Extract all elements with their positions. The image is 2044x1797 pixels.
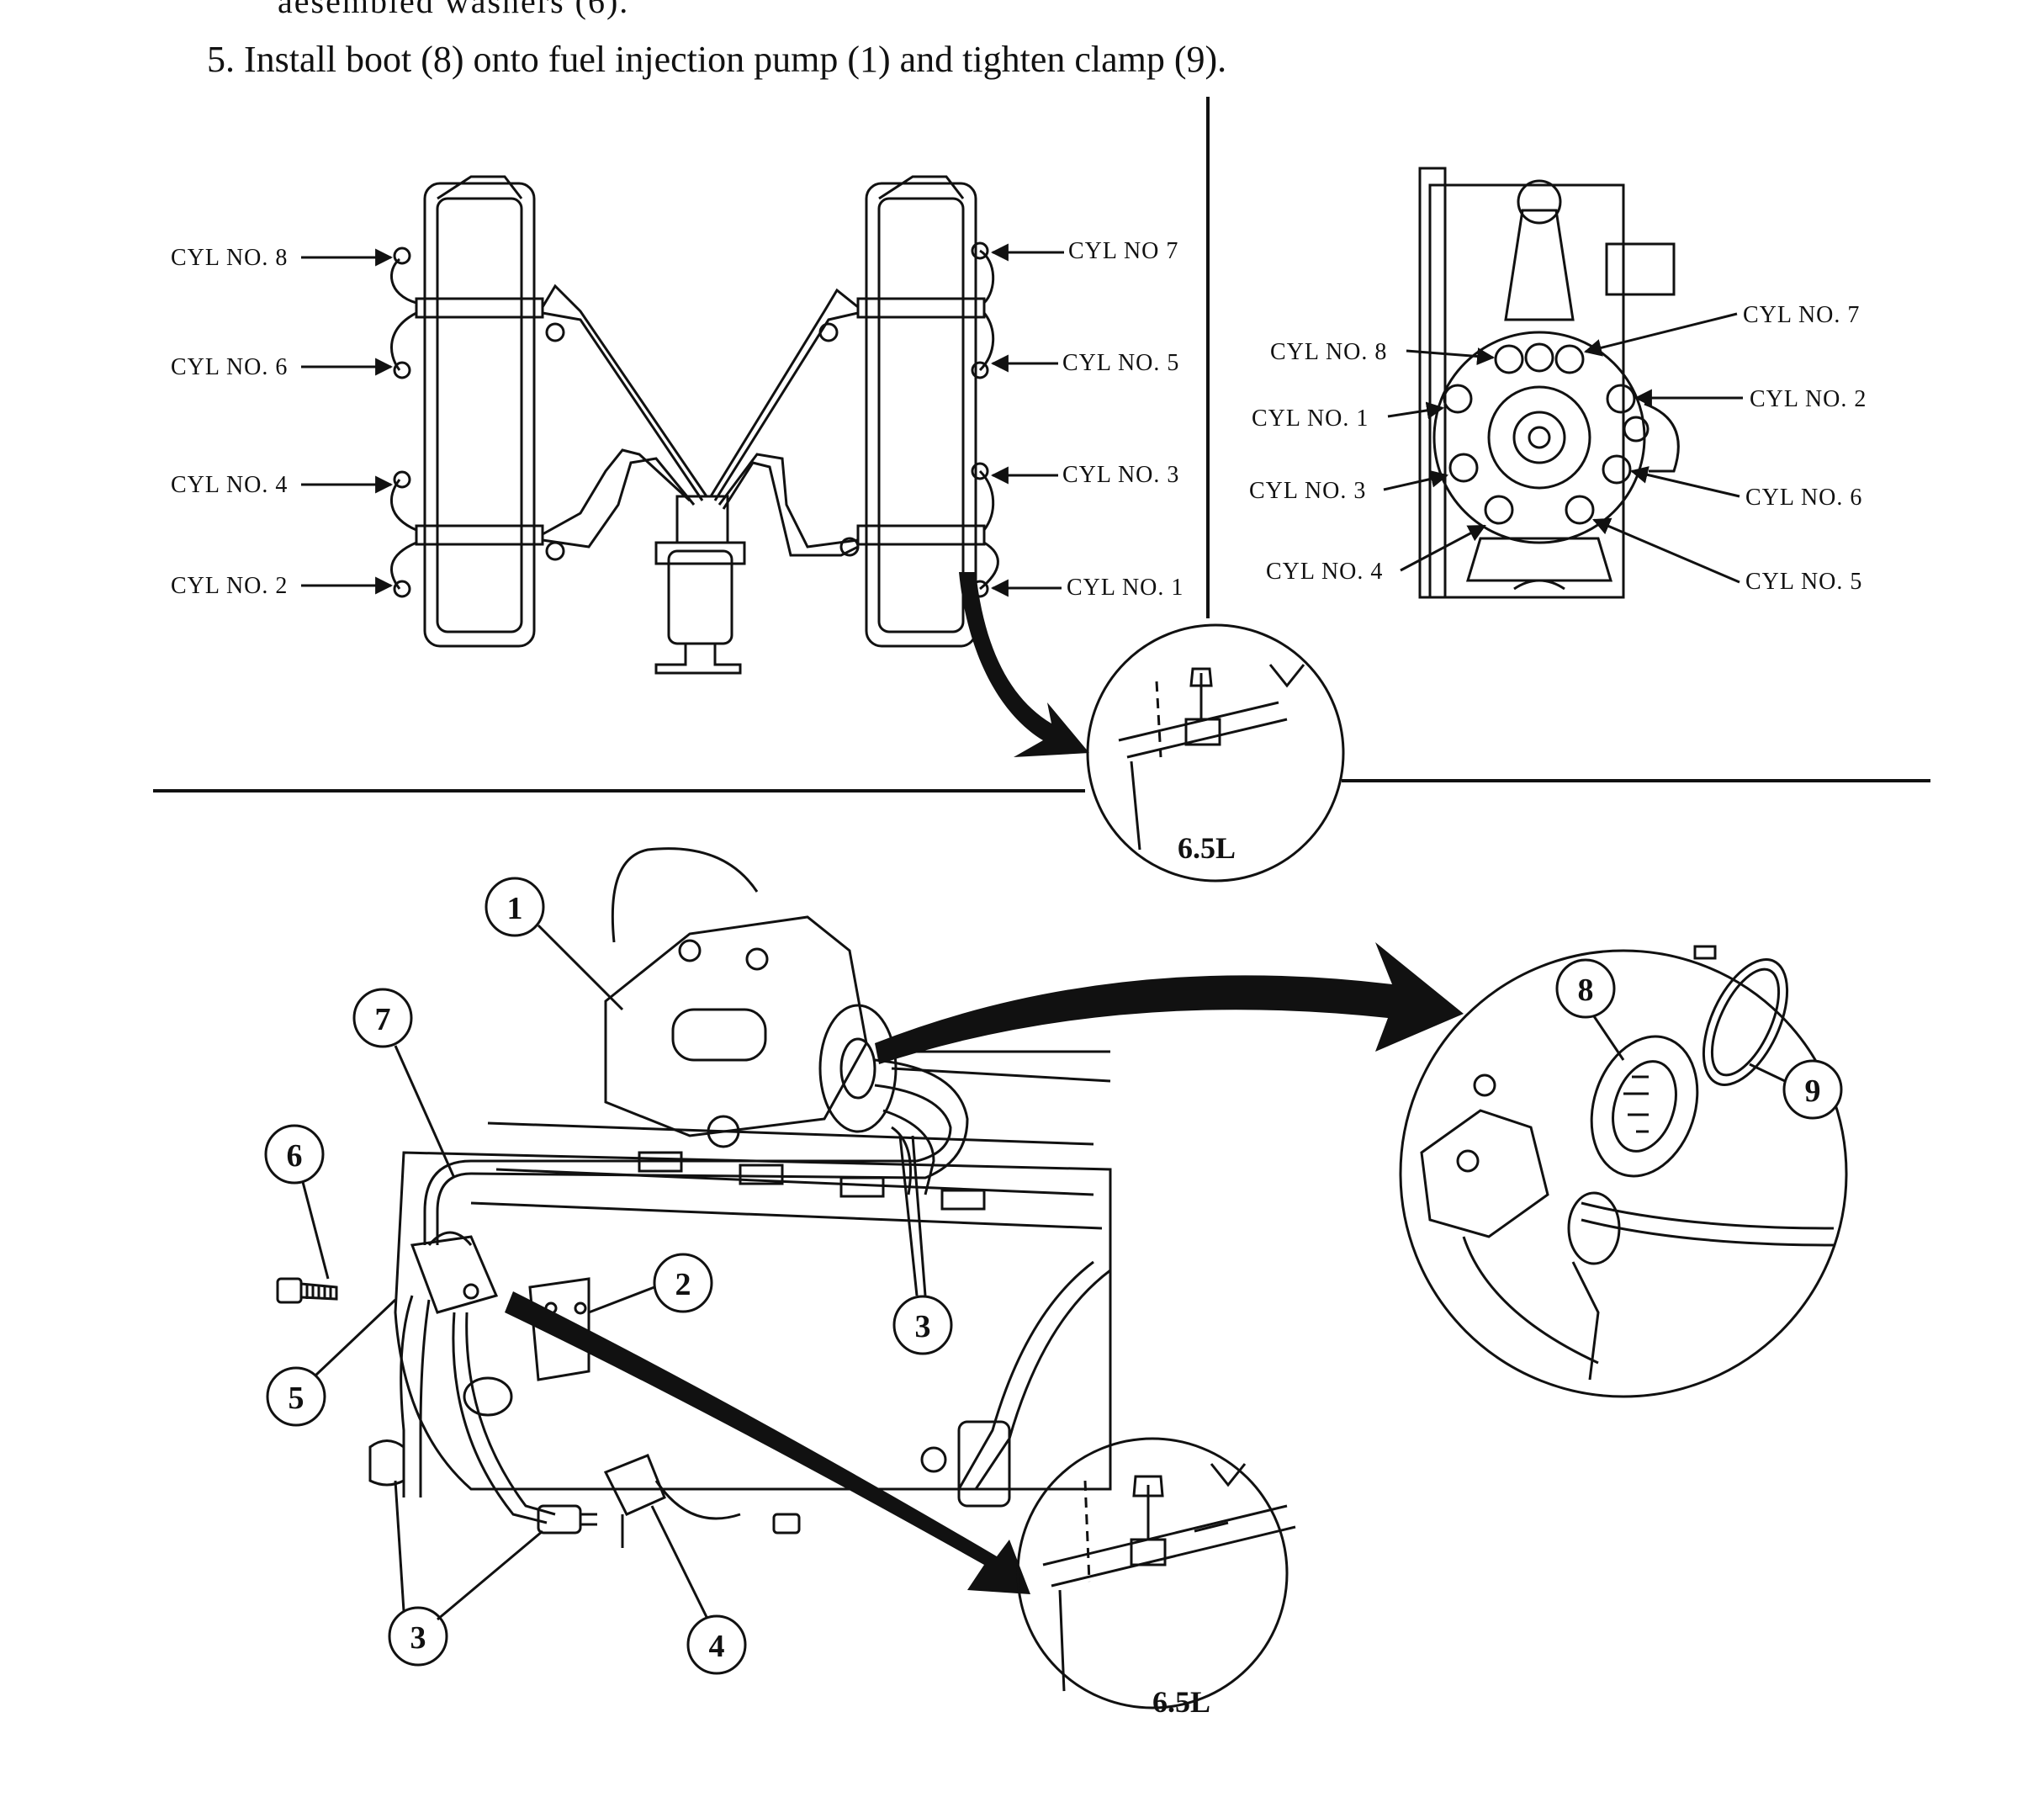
callout-2: 2 bbox=[675, 1267, 691, 1302]
section-dividers bbox=[153, 97, 1930, 792]
detail-arrow-clamp bbox=[505, 1291, 1030, 1594]
detail-circle-top bbox=[1086, 623, 1345, 883]
callout-4-circle bbox=[686, 1614, 747, 1675]
callout-3a: 3 bbox=[915, 1309, 931, 1344]
label-cyl-1: CYL NO. 1 bbox=[1067, 575, 1184, 601]
callout-2-circle bbox=[653, 1253, 713, 1313]
callout-numbers: 1 7 6 2 5 3 3 4 8 9 bbox=[287, 891, 1821, 1664]
endview-label-cyl-5: CYL NO. 5 bbox=[1745, 569, 1862, 595]
endview-label-cyl-2: CYL NO. 2 bbox=[1750, 386, 1867, 412]
endview-label-cyl-3: CYL NO. 3 bbox=[1249, 478, 1366, 504]
callout-7-circle bbox=[352, 988, 413, 1048]
layout-right-labels: CYL NO 7 CYL NO. 5 CYL NO. 3 CYL NO. 1 bbox=[1062, 238, 1184, 601]
endview-label-cyl-8: CYL NO. 8 bbox=[1270, 339, 1387, 365]
detail-arrow-boot bbox=[875, 942, 1464, 1064]
callout-5: 5 bbox=[289, 1381, 304, 1416]
detail-arrow-top bbox=[959, 572, 1089, 757]
callout-3b: 3 bbox=[410, 1620, 426, 1656]
endview-right-leaders bbox=[1583, 312, 1743, 584]
endview-label-cyl-6: CYL NO. 6 bbox=[1745, 485, 1862, 511]
engine-label-top: 6.5L bbox=[1178, 831, 1236, 865]
callout-7: 7 bbox=[375, 1002, 391, 1037]
callout-3b-circle bbox=[388, 1606, 448, 1667]
callout-4: 4 bbox=[709, 1629, 725, 1664]
callout-6: 6 bbox=[287, 1138, 303, 1174]
callout-leaders bbox=[301, 924, 1786, 1621]
label-cyl-8: CYL NO. 8 bbox=[171, 245, 288, 271]
detail-circle-boot bbox=[1399, 945, 1848, 1398]
layout-left-labels: CYL NO. 8 CYL NO. 6 CYL NO. 4 CYL NO. 2 bbox=[171, 245, 288, 599]
instruction-step-5: 5. Install boot (8) onto fuel injection … bbox=[207, 39, 1227, 80]
callout-9: 9 bbox=[1805, 1073, 1821, 1109]
label-cyl-6: CYL NO. 6 bbox=[171, 354, 288, 380]
engine-label-bottom: 6.5L bbox=[1152, 1685, 1210, 1719]
instruction-text-fragment: aesembled washers (6). bbox=[278, 0, 630, 20]
endview-label-cyl-1: CYL NO. 1 bbox=[1252, 406, 1369, 432]
callout-8-circle bbox=[1555, 958, 1616, 1019]
callout-9-circle bbox=[1782, 1059, 1843, 1120]
label-cyl-7: CYL NO 7 bbox=[1068, 238, 1178, 264]
label-cyl-3: CYL NO. 3 bbox=[1062, 462, 1179, 488]
label-cyl-2: CYL NO. 2 bbox=[171, 573, 288, 599]
detail-circle-clamp bbox=[1016, 1437, 1296, 1710]
callouts bbox=[264, 877, 1843, 1675]
callout-8: 8 bbox=[1578, 973, 1594, 1008]
pump-installation-drawing bbox=[276, 847, 1112, 1548]
layout-left-leaders bbox=[301, 248, 394, 595]
pump-head-end-view bbox=[1418, 167, 1680, 599]
label-cyl-5: CYL NO. 5 bbox=[1062, 350, 1179, 376]
callout-1: 1 bbox=[507, 891, 523, 926]
callout-6-circle bbox=[264, 1124, 325, 1185]
layout-right-leaders bbox=[990, 243, 1064, 597]
endview-left-leaders bbox=[1383, 347, 1496, 572]
label-cyl-4: CYL NO. 4 bbox=[171, 472, 288, 498]
injection-line-layout-diagram bbox=[389, 175, 999, 675]
endview-right-labels: CYL NO. 7 CYL NO. 2 CYL NO. 6 CYL NO. 5 bbox=[1743, 302, 1867, 595]
callout-5-circle bbox=[266, 1366, 326, 1427]
callout-3a-circle bbox=[892, 1295, 953, 1355]
endview-left-labels: CYL NO. 8 CYL NO. 1 CYL NO. 3 CYL NO. 4 bbox=[1249, 339, 1387, 585]
callout-1-circle bbox=[485, 877, 545, 937]
endview-label-cyl-7: CYL NO. 7 bbox=[1743, 302, 1860, 328]
endview-label-cyl-4: CYL NO. 4 bbox=[1266, 559, 1383, 585]
